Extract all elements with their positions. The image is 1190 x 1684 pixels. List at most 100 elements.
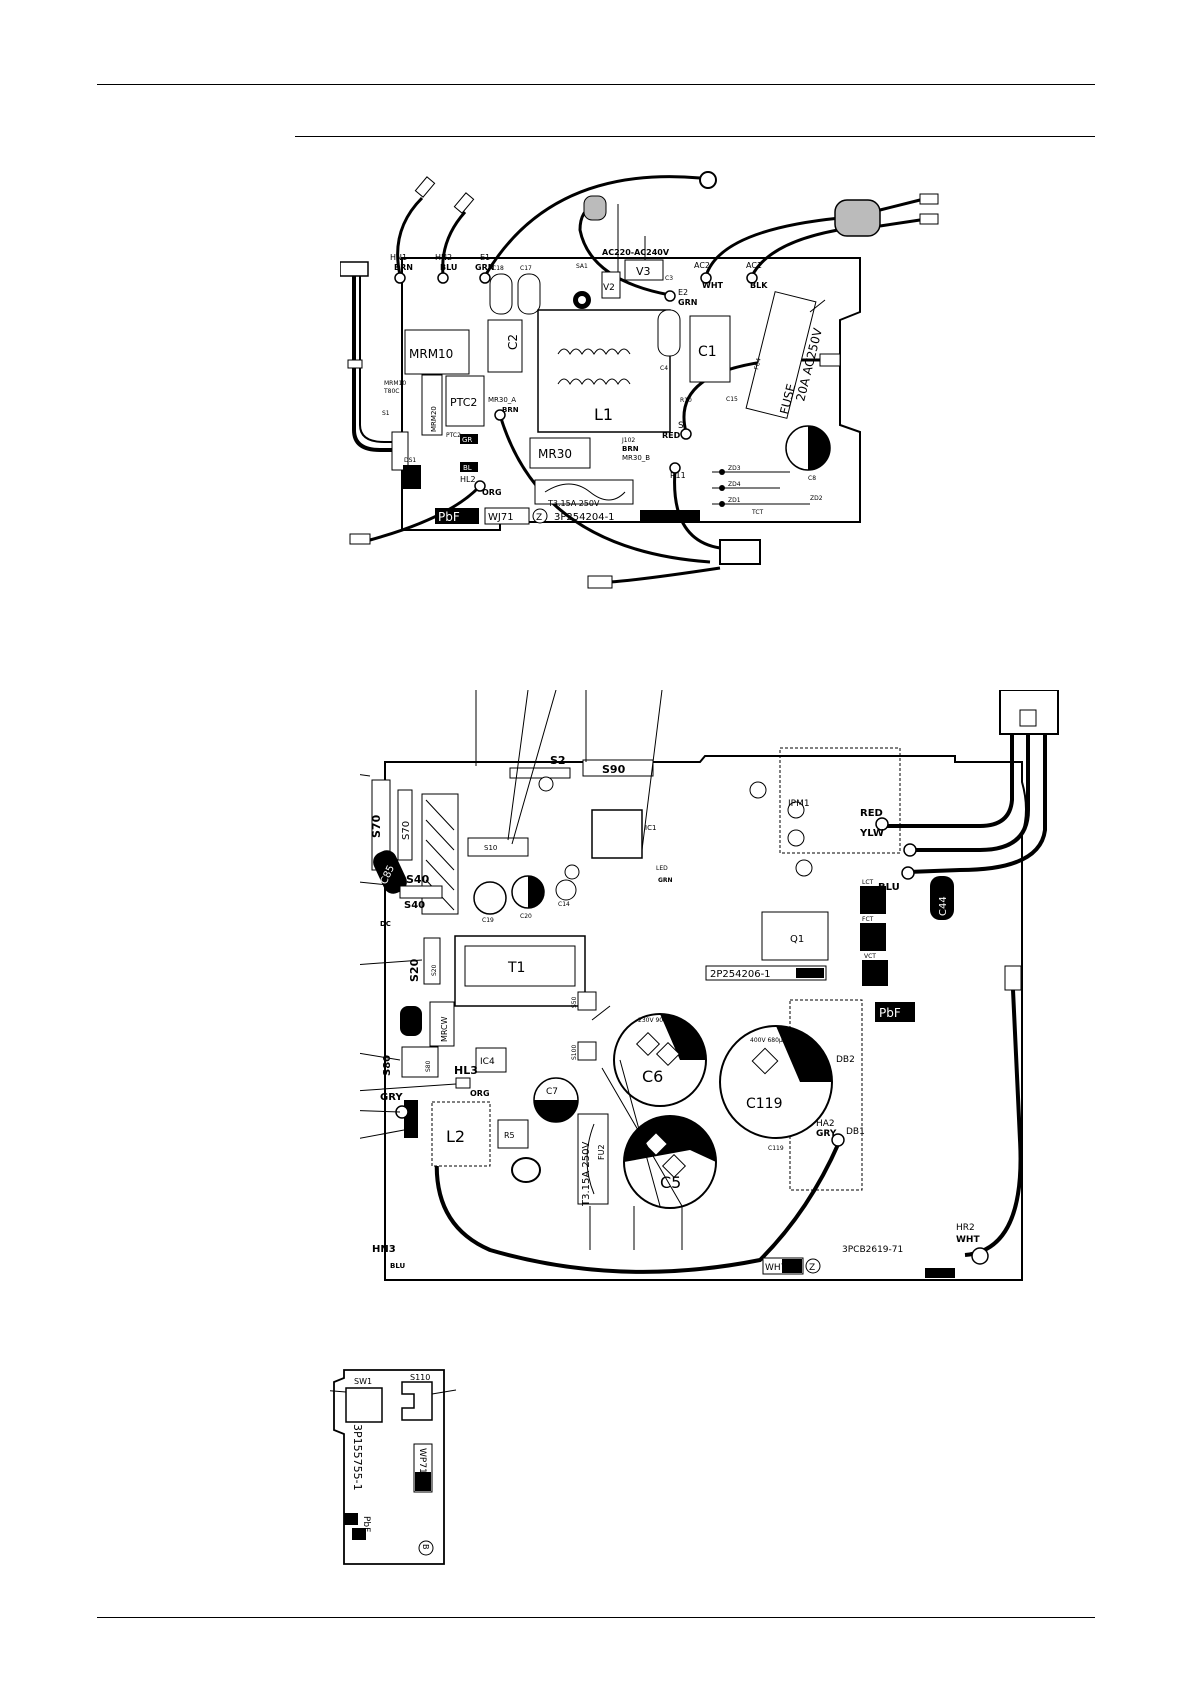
ylw2-terminal-pad (903, 843, 917, 857)
fct-label: FCT (862, 916, 874, 923)
s-red-plug (819, 353, 841, 367)
gr-mark (460, 434, 478, 444)
s70-inner (397, 789, 413, 861)
c6-pad-1 (635, 1031, 661, 1057)
mrm10-label: MRM10 (409, 347, 453, 361)
hn2-wire-label: BLU (440, 263, 457, 272)
ds1-label: DS1 (404, 457, 416, 464)
db2-label: DB2 (836, 1055, 855, 1065)
hr2-label: HR2 (956, 1223, 975, 1233)
ds1-block (403, 465, 421, 489)
pcb1-callouts (617, 204, 826, 313)
harness-wire (352, 276, 408, 452)
c5-rating-label: 230V 900μF (674, 1137, 711, 1144)
mrm10-small-label: MRM10 (384, 380, 406, 387)
lct-label: LCT (862, 879, 874, 886)
ac-wire-out (879, 198, 921, 228)
hl2-wire-label: ORG (482, 488, 502, 497)
harness-clip (347, 359, 363, 369)
r11-terminal-pad (669, 462, 681, 474)
pcb2-diagram: S2 S90 S70 S70 C85 S40 S40 S10 IC1 IPM1 … (360, 690, 1059, 1281)
mr30-relay (529, 437, 591, 469)
ribbon-hatch (425, 799, 455, 911)
mrm20-relay (421, 374, 443, 436)
mrcw-label: MRCW (440, 1016, 449, 1042)
sw1-label: SW1 (354, 1377, 372, 1386)
s10-label: S10 (484, 844, 497, 852)
pcb2-outline (384, 755, 1027, 1281)
ac1-wire-label: BLK (750, 281, 768, 290)
s1-label: S1 (382, 410, 390, 417)
v3-label: V3 (636, 265, 651, 278)
c2-label: C2 (506, 334, 520, 350)
c5-band (624, 1116, 716, 1162)
c30-cap (795, 859, 813, 877)
hr2-plug (1004, 965, 1022, 991)
t1-transformer (454, 935, 586, 1007)
pcb3-diagram: SW1 S110 3P155755-1 PbF WP71 B (330, 1369, 457, 1565)
s110-connector (401, 1381, 433, 1421)
zd1-label: ZD1 (728, 497, 741, 504)
c5-pad-2 (661, 1153, 687, 1179)
board-no-label: 3PCB2619-71 (842, 1245, 903, 1255)
ac-rating-label: AC220-AC240V (602, 248, 670, 257)
c7-band (534, 1100, 578, 1122)
s110-label: S110 (410, 1373, 430, 1382)
c44-cap (930, 876, 954, 920)
vct-label: VCT (864, 953, 876, 960)
c18-cap (489, 273, 513, 315)
part-no-label-1: 3P254204-1 (554, 512, 615, 523)
bottom-tab-mark (925, 1268, 955, 1278)
c3-label: C3 (665, 275, 673, 282)
z-mark-circle-2 (805, 1258, 821, 1274)
hr2-wire (964, 989, 1023, 1257)
l2-coil (431, 1101, 491, 1167)
s10-connector (467, 837, 529, 857)
mr30b-label: MR30_B (622, 454, 650, 462)
ha2-label: HA2 (816, 1119, 835, 1129)
hn3-label: HN3 (372, 1244, 396, 1255)
section-rule (295, 136, 1095, 137)
sw1-switch (345, 1387, 383, 1423)
blu-label: BLU (878, 882, 900, 893)
c11-cap (564, 864, 580, 880)
c6-band (660, 1014, 706, 1060)
mounting-hole (511, 1157, 541, 1183)
b-label: B (421, 1544, 430, 1550)
wj71-label: WJ71 (488, 512, 514, 523)
hl3-wire-label: ORG (470, 1089, 490, 1098)
c6-pad-2 (655, 1041, 681, 1067)
hl3-terminal (455, 1077, 471, 1089)
t1-core (464, 945, 576, 987)
t80c-label: T80C (383, 388, 400, 395)
ipm1-module (779, 747, 901, 854)
ylw-terminal-pad (875, 817, 889, 831)
j102-wire-label: BRN (622, 445, 639, 453)
e2-terminal-pad (664, 290, 676, 302)
lct-block (860, 886, 886, 914)
z-label-2: Z (809, 1263, 815, 1273)
s-red-wire-label: RED (662, 431, 681, 440)
ac1-terminal-pad (746, 272, 758, 284)
hl2-terminal-pad (474, 480, 486, 492)
hr2-wire-label: WHT (956, 1235, 980, 1245)
s2-connector (509, 767, 571, 779)
v2-label: V2 (603, 283, 615, 293)
r5-resistor (497, 1119, 529, 1149)
c119-small-label: C119 (768, 1145, 784, 1152)
pbf-mark-1 (435, 508, 479, 524)
wh71-label: WH71 (765, 1263, 792, 1273)
ac2-wire (704, 216, 841, 277)
part-no-label-2: 2P254206-1 (710, 969, 771, 980)
pcb2-callouts (360, 690, 683, 1250)
q1-label: Q1 (790, 934, 804, 945)
fu2-label: FU2 (597, 1144, 606, 1160)
mr30a-label: MR30_A (488, 396, 516, 404)
c5-label: C5 (660, 1173, 681, 1192)
e1-label: E1 (480, 253, 490, 262)
s20-connector (423, 937, 441, 985)
v3-varistor (624, 259, 664, 281)
hn1-label: HN1 (390, 253, 407, 262)
wp71-fill (415, 1472, 431, 1491)
ic4-label: IC4 (480, 1057, 495, 1067)
